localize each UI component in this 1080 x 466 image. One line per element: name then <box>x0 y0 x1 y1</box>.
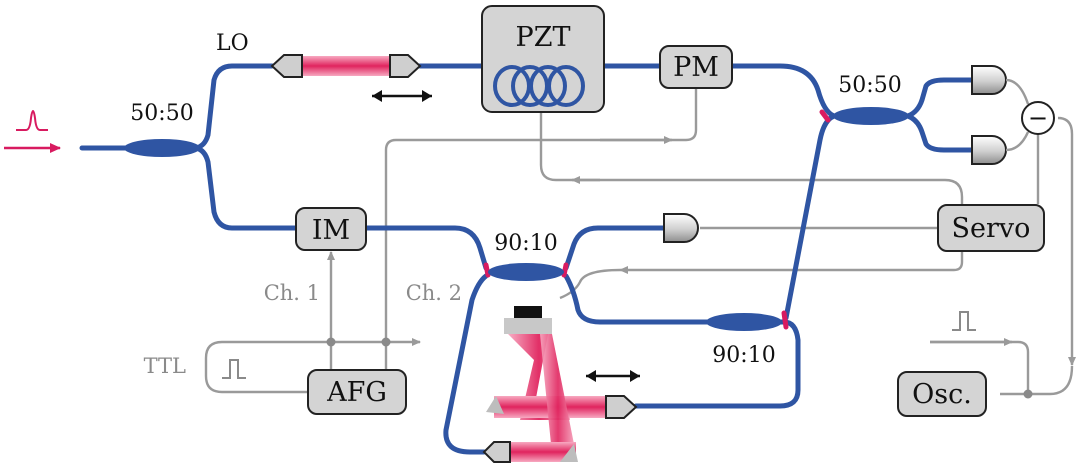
ch1-label: Ch. 1 <box>264 281 320 305</box>
free-space-cavity <box>482 306 640 463</box>
gaussian-pulse-icon <box>16 110 48 131</box>
ch2-label: Ch. 2 <box>406 281 462 305</box>
im-to-coupler-fiber <box>363 225 489 271</box>
osc-trigger-wire <box>930 340 1030 394</box>
servo-box: Servo <box>937 204 1045 252</box>
fiber-collimator-icon <box>389 54 422 78</box>
fiber-collimator-icon <box>482 441 511 463</box>
subtractor-icon <box>1021 101 1055 135</box>
free-space-delay <box>270 54 432 102</box>
osc-box: Osc. <box>897 371 987 417</box>
pm-box: PM <box>659 45 733 89</box>
pzt-servo-wire <box>539 112 964 205</box>
upper-9010-label: 90:10 <box>494 231 557 256</box>
output-coupler-label: 50:50 <box>838 73 901 98</box>
afg-label: AFG <box>326 377 387 408</box>
im-label: IM <box>312 215 350 246</box>
junction-dot <box>1023 389 1033 399</box>
pd-to-subtractor-wire <box>1005 78 1030 105</box>
fiber-network <box>79 63 975 455</box>
subtractor-minus: − <box>1028 104 1048 132</box>
osc-input-wire <box>1000 365 1074 396</box>
photodetector-icon <box>971 65 1007 95</box>
photodetector-icon <box>663 213 699 243</box>
balanced-to-osc-wire <box>1057 116 1076 366</box>
cavity-beam <box>540 334 576 454</box>
lo-beam <box>302 56 390 76</box>
pm-to-coupler-fiber <box>729 63 837 119</box>
balanced-fiber-top <box>905 77 975 119</box>
ttl-wire <box>204 338 421 394</box>
balanced-fiber-bottom <box>905 113 975 153</box>
ttl-label: TTL <box>144 354 186 378</box>
signal-arm-fiber <box>193 145 299 231</box>
mirror-icon <box>560 444 578 462</box>
input-coupler-label: 50:50 <box>130 101 193 126</box>
servo-feedback-curve <box>559 268 621 300</box>
lo-label: LO <box>216 31 249 56</box>
lo-arm-fiber <box>193 63 275 151</box>
splice-marks <box>483 109 831 330</box>
lower-9010-coupler <box>706 313 782 331</box>
fiber-coil-icon <box>493 65 585 107</box>
servo-label: Servo <box>952 213 1031 244</box>
tap-fiber <box>563 225 667 271</box>
upper-9010-coupler <box>488 263 564 281</box>
lower-9010-label: 90:10 <box>712 343 775 368</box>
servo-feedback-wire <box>619 252 964 274</box>
mirror-icon <box>504 318 552 334</box>
cavity-beam <box>510 442 576 462</box>
fiber-collimator-icon <box>270 54 303 78</box>
fiber-collimator-icon <box>605 395 638 419</box>
pm-label: PM <box>673 52 719 83</box>
loop-fiber <box>633 319 801 409</box>
im-box: IM <box>295 207 367 251</box>
photodetector-icon <box>971 135 1007 165</box>
junction-dot <box>381 337 391 347</box>
input-pulse <box>4 110 61 153</box>
cavity-loop-fiber <box>443 273 489 455</box>
pzt-fiber-stretcher: PZT <box>481 5 605 113</box>
pzt-label: PZT <box>516 22 571 53</box>
mirror-piezo <box>514 306 542 318</box>
electrical-wiring <box>204 86 1076 399</box>
afg-box: AFG <box>307 369 407 415</box>
input-coupler <box>124 139 200 157</box>
output-coupler <box>833 107 909 125</box>
osc-trigger-square-pulse-icon <box>952 311 976 331</box>
ttl-square-pulse-icon <box>222 359 246 379</box>
cross-fiber <box>783 113 837 321</box>
osc-label: Osc. <box>912 379 972 410</box>
photodetectors: − <box>663 65 1055 243</box>
pd-to-subtractor-wire <box>1005 131 1030 152</box>
coupler-link-fiber <box>563 273 711 325</box>
mirror-icon <box>486 396 504 414</box>
junction-dot <box>326 337 336 347</box>
